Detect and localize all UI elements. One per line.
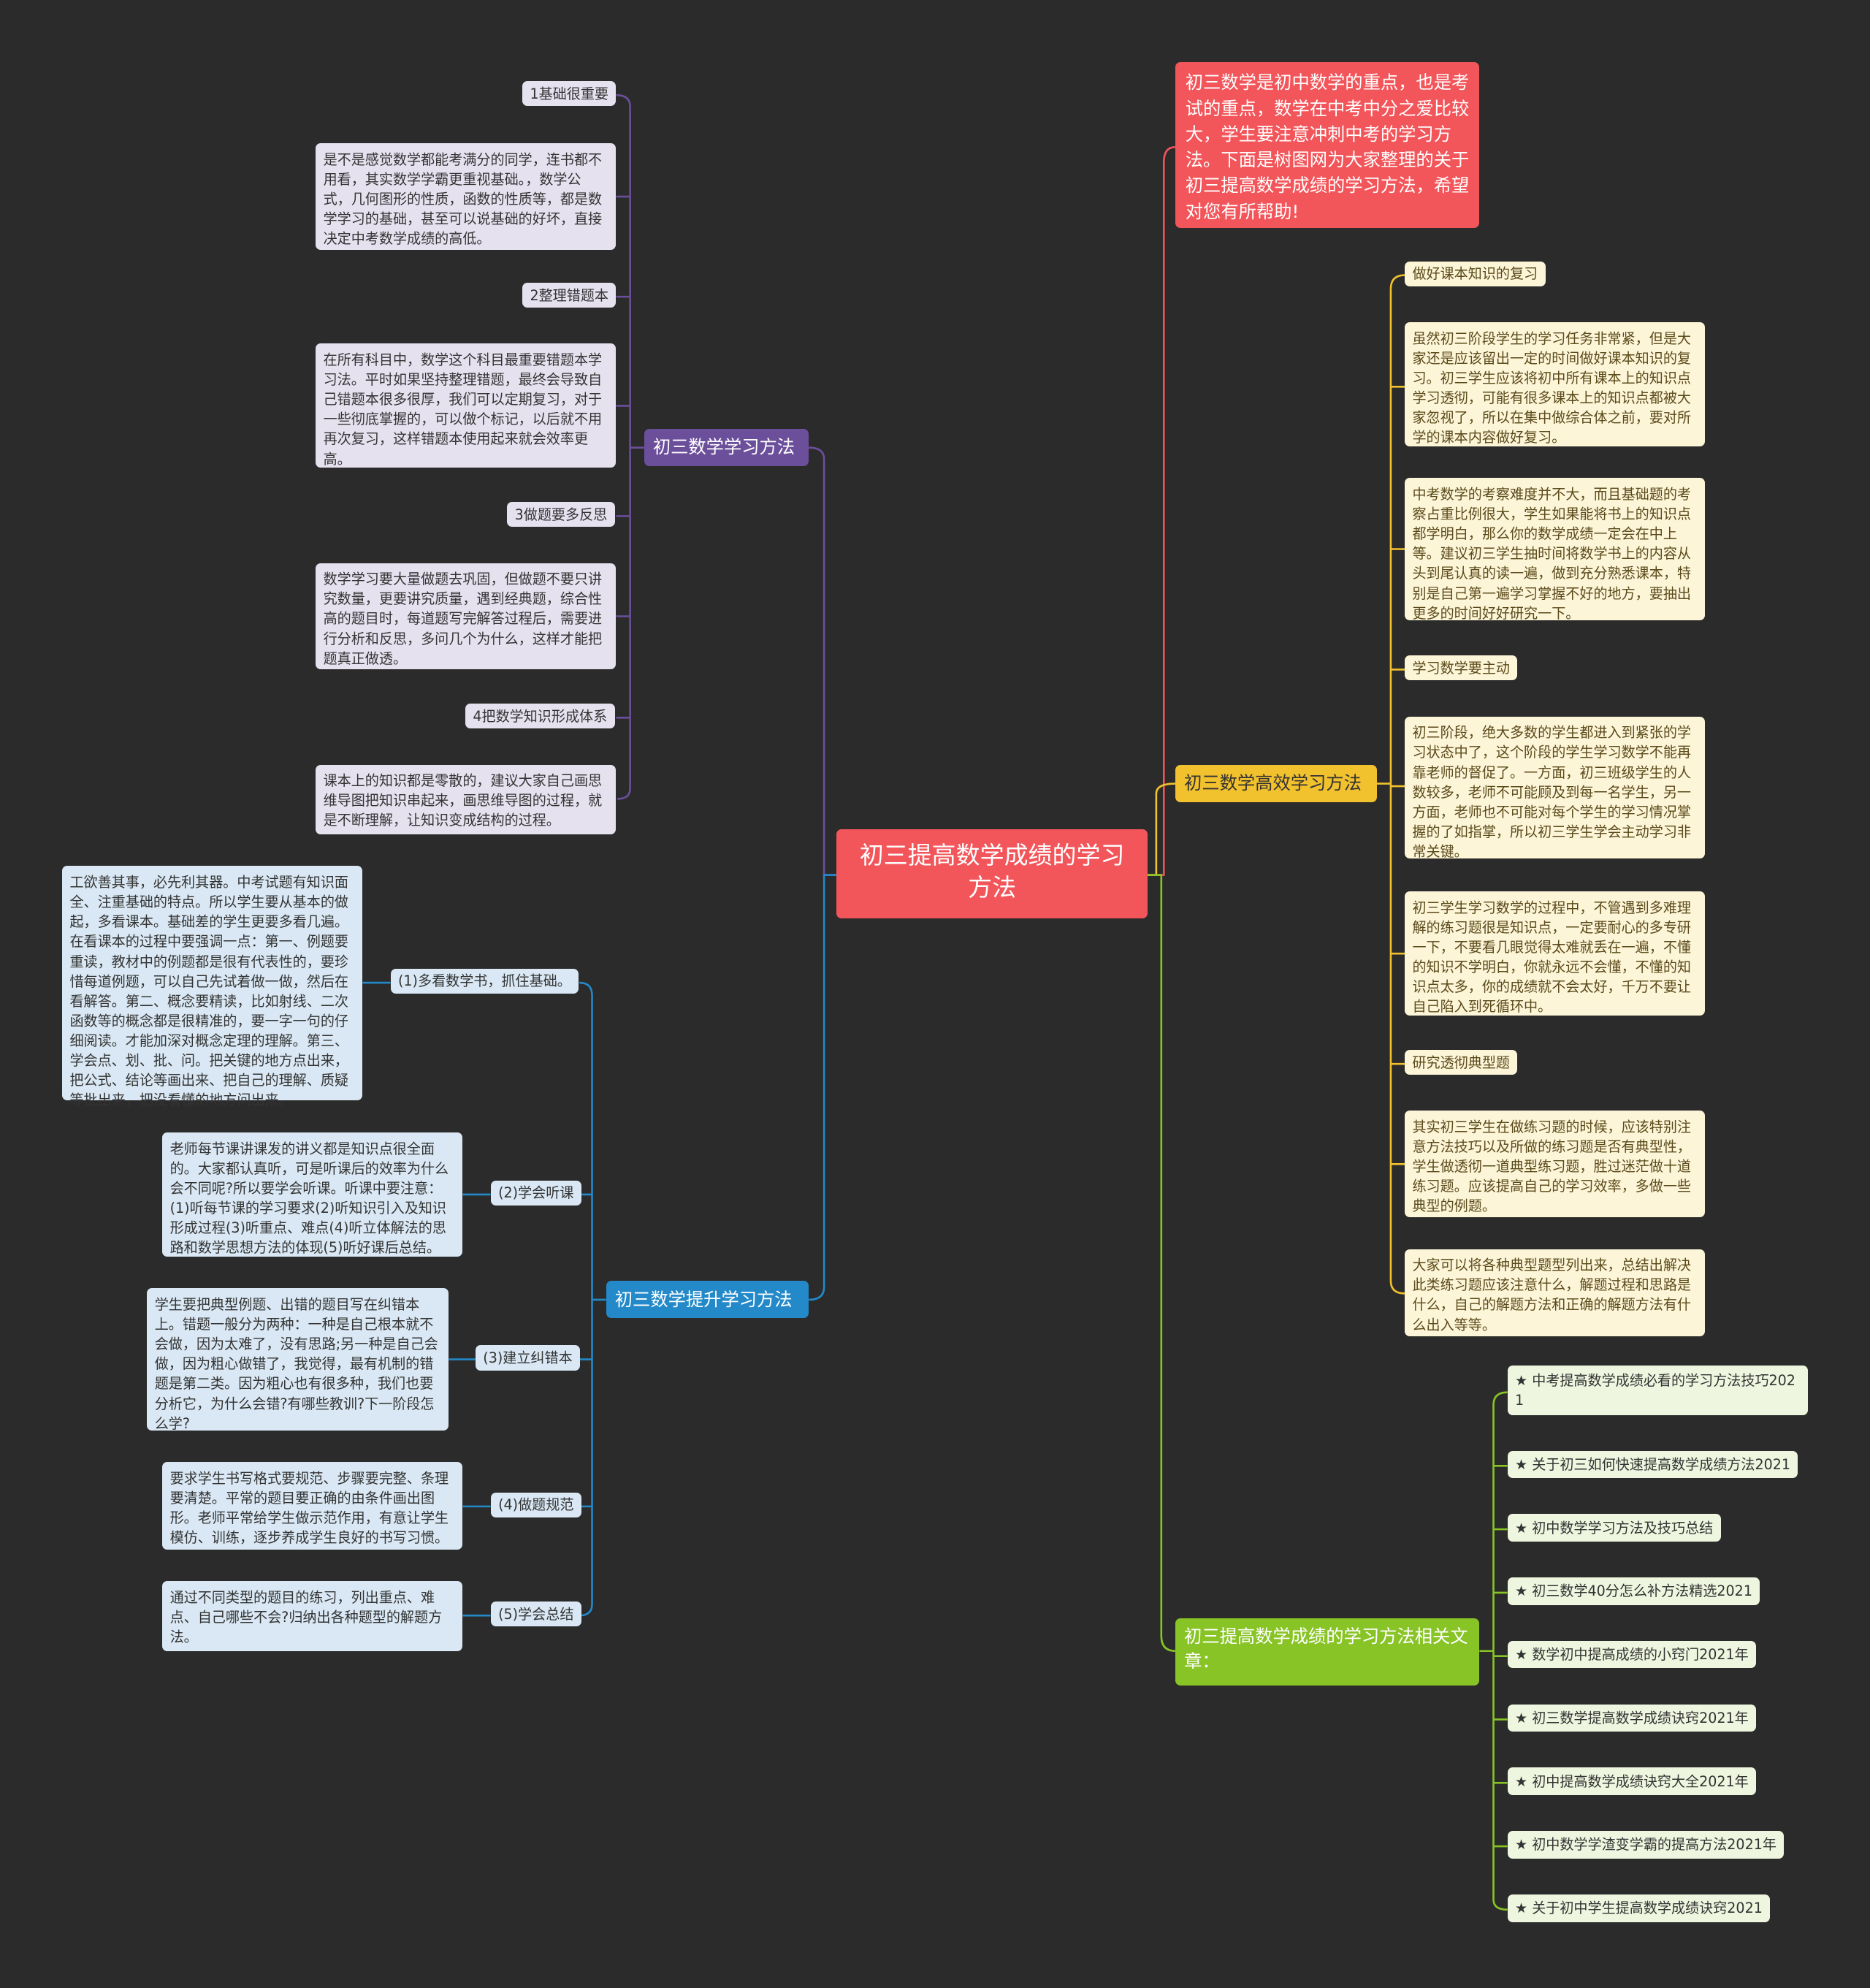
yellow-tag-3[interactable]: 研究透彻典型题 — [1405, 1050, 1518, 1075]
related-link-5[interactable]: ★ 数学初中提高成绩的小窍门2021年 — [1507, 1640, 1757, 1669]
related-link-9[interactable]: ★ 关于初中学生提高数学成绩诀窍2021 — [1507, 1894, 1771, 1922]
branch-efficient-methods[interactable]: 初三数学高效学习方法 — [1175, 764, 1377, 802]
blue-text-1[interactable]: 工欲善其事，必先利其器。中考试题有知识面全、注重基础的特点。所以学生要从基本的做… — [62, 866, 363, 1108]
blue-text-4[interactable]: 要求学生书写格式要规范、步骤要完整、条理要清楚。平常的题目要正确的由条件画出图形… — [162, 1462, 463, 1550]
blue-tag-1[interactable]: (1)多看数学书，抓住基础。 — [390, 968, 579, 994]
yellow-text-6[interactable]: 大家可以将各种典型题型列出来，总结出解决此类练习题应该注意什么，解题过程和思路是… — [1405, 1249, 1706, 1337]
blue-text-5[interactable]: 通过不同类型的题目的练习，列出重点、难点、自己哪些不会?归纳出各种题型的解题方法… — [162, 1581, 463, 1651]
yellow-tag-2[interactable]: 学习数学要主动 — [1405, 655, 1518, 681]
purple-text-4[interactable]: 课本上的知识都是零散的，建议大家自己画思维导图把知识串起来，画思维导图的过程，就… — [316, 764, 617, 835]
related-link-3[interactable]: ★ 初中数学学习方法及技巧总结 — [1507, 1514, 1721, 1542]
yellow-text-3[interactable]: 初三阶段，绝大多数的学生都进入到紧张的学习状态中了，这个阶段的学生学习数学不能再… — [1405, 716, 1706, 860]
branch-related-articles[interactable]: 初三提高数学成绩的学习方法相关文章： — [1175, 1618, 1480, 1686]
blue-tag-5[interactable]: (5)学会总结 — [490, 1602, 581, 1627]
purple-tag-1[interactable]: 1基础很重要 — [522, 81, 617, 107]
related-link-8[interactable]: ★ 初中数学学渣变学霸的提高方法2021年 — [1507, 1831, 1785, 1859]
purple-text-2[interactable]: 在所有科目中，数学这个科目最重要错题本学习法。平时如果坚持整理错题，最终会导致自… — [316, 343, 617, 468]
yellow-text-2[interactable]: 中考数学的考察难度并不大，而且基础题的考察占重比例很大，学生如果能将书上的知识点… — [1405, 478, 1706, 622]
branch-improve-methods[interactable]: 初三数学提升学习方法 — [606, 1280, 809, 1319]
purple-text-1[interactable]: 是不是感觉数学都能考满分的同学，连书都不用看，其实数学学霸更重视基础。，数学公式… — [316, 143, 617, 250]
blue-tag-2[interactable]: (2)学会听课 — [490, 1180, 581, 1206]
related-link-7[interactable]: ★ 初中提高数学成绩诀窍大全2021年 — [1507, 1767, 1757, 1795]
branch-study-methods[interactable]: 初三数学学习方法 — [644, 428, 809, 466]
intro-note[interactable]: 初三数学是初中数学的重点，也是考试的重点，数学在中考中分之爱比较大，学生要注意冲… — [1175, 62, 1480, 229]
related-link-6[interactable]: ★ 初三数学提高数学成绩诀窍2021年 — [1507, 1704, 1757, 1732]
yellow-text-5[interactable]: 其实初三学生在做练习题的时候，应该特别注意方法技巧以及所做的练习题是否有典型性，… — [1405, 1111, 1706, 1218]
yellow-text-4[interactable]: 初三学生学习数学的过程中，不管遇到多难理解的练习题很是知识点，一定要耐心的多专研… — [1405, 891, 1706, 1016]
purple-tag-2[interactable]: 2整理错题本 — [522, 283, 617, 308]
purple-tag-3[interactable]: 3做题要多反思 — [507, 502, 615, 528]
yellow-text-1[interactable]: 虽然初三阶段学生的学习任务非常紧，但是大家还是应该留出一定的时间做好课本知识的复… — [1405, 321, 1706, 446]
root-topic[interactable]: 初三提高数学成绩的学习方法 — [836, 829, 1148, 918]
purple-text-3[interactable]: 数学学习要大量做题去巩固，但做题不要只讲究数量，更要讲究质量，遇到经典题，综合性… — [316, 563, 617, 670]
purple-tag-4[interactable]: 4把数学知识形成体系 — [465, 704, 615, 729]
related-link-2[interactable]: ★ 关于初三如何快速提高数学成绩方法2021 — [1507, 1450, 1798, 1479]
yellow-tag-1[interactable]: 做好课本知识的复习 — [1405, 261, 1546, 286]
blue-text-2[interactable]: 老师每节课讲课发的讲义都是知识点很全面的。大家都认真听，可是听课后的效率为什么会… — [162, 1132, 463, 1257]
related-link-1[interactable]: ★ 中考提高数学成绩必看的学习方法技巧2021 — [1507, 1366, 1808, 1416]
blue-text-3[interactable]: 学生要把典型例题、出错的题目写在纠错本上。错题一般分为两种：一种是自己根本就不会… — [147, 1288, 449, 1432]
blue-tag-4[interactable]: (4)做题规范 — [490, 1492, 581, 1517]
related-link-4[interactable]: ★ 初三数学40分怎么补方法精选2021 — [1507, 1577, 1760, 1605]
blue-tag-3[interactable]: (3)建立纠错本 — [475, 1345, 581, 1371]
